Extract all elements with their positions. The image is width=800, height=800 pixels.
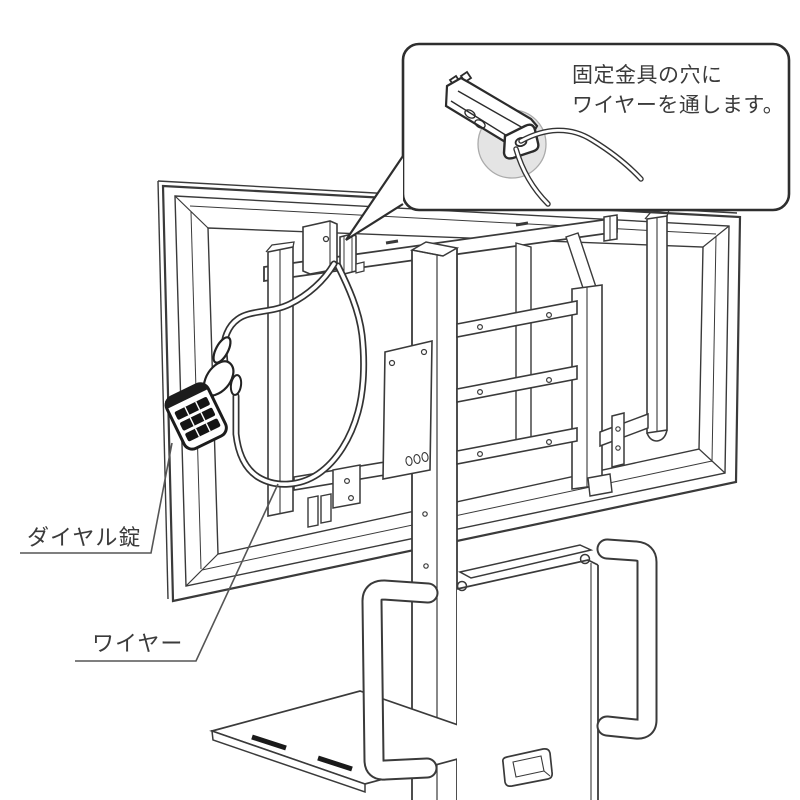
callout-text-line1: 固定金具の穴に: [572, 64, 723, 87]
wire-label: ワイヤー: [92, 631, 183, 656]
left-handle: [361, 579, 439, 781]
panel-top-strip: [457, 544, 594, 579]
right-handle: [596, 538, 658, 740]
left-mount-rail: [265, 241, 404, 528]
vesa-plate: [382, 339, 433, 480]
lower-bracket: [332, 464, 361, 509]
shelf-slot: [251, 734, 287, 751]
wire-eyelet: [212, 336, 232, 364]
magnified-callout-bubble: 固定金具の穴に ワイヤーを通します。: [345, 42, 791, 241]
crossbar: [456, 365, 578, 403]
panel-screw: [579, 553, 591, 565]
panel-screw: [456, 580, 468, 592]
lock-dial: [180, 407, 216, 431]
grip-slot: [501, 747, 554, 788]
ladder-upright: [515, 242, 532, 448]
wire-leader-line: [75, 483, 279, 662]
right-mount-rail: [565, 232, 613, 497]
right-bottom-bracket: [599, 412, 649, 468]
bracket-screw-hole: [322, 235, 330, 243]
fixing-bracket: [302, 220, 365, 275]
lock-dial: [185, 418, 221, 442]
callout-wire: [513, 127, 644, 207]
outer-right-mount-rail: [644, 209, 670, 442]
wire-eyelet: [229, 374, 243, 396]
stand-back-panel: [456, 544, 599, 800]
crossbar: [456, 427, 578, 465]
crossbar: [456, 300, 578, 338]
crossbar-ladder: [456, 300, 578, 465]
lock-dial: [174, 397, 210, 420]
annotations: ダイヤル錠 ワイヤー: [20, 442, 279, 662]
dial-lock-label: ダイヤル錠: [27, 525, 141, 550]
callout-text-line2: ワイヤーを通します。: [572, 94, 784, 117]
dial-lock-leader-line: [20, 442, 173, 554]
shelf-slot: [317, 755, 353, 772]
dial-lock: [164, 336, 243, 451]
